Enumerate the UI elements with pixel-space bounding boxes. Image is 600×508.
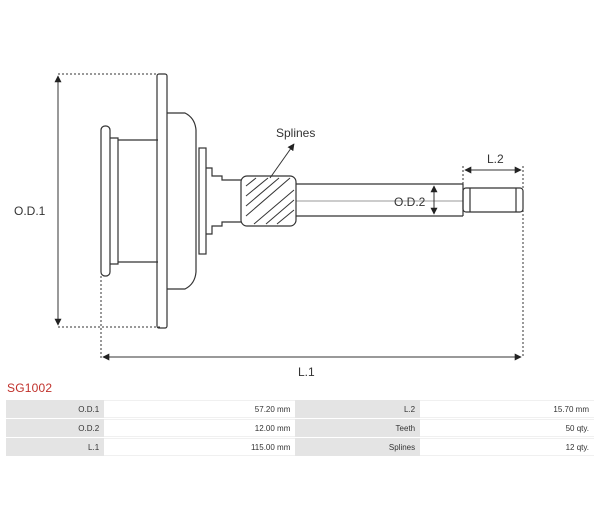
table-row: L.1 115.00 mm Splines 12 qty. [6,438,594,456]
spec-table: O.D.1 57.20 mm L.2 15.70 mm O.D.2 12.00 … [6,399,594,457]
dimension-lines [54,73,524,361]
spec-label: O.D.1 [6,400,105,418]
od1-label: O.D.1 [14,204,46,218]
spec-label: L.2 [295,400,421,418]
clutch-housing [167,112,197,290]
shaft [296,183,463,217]
table-row: O.D.1 57.20 mm L.2 15.70 mm [6,400,594,418]
spline-teeth [245,177,295,225]
spec-value: 50 qty. [420,419,594,437]
cup-body [110,137,119,265]
spec-label: L.1 [6,438,105,456]
cup-wall [118,139,158,263]
hub-steps [206,167,241,235]
retaining-ring [198,147,207,255]
cup-rim [100,125,111,277]
spec-label: O.D.2 [6,419,105,437]
main-flange [156,73,168,329]
splines-leader [269,143,295,179]
spec-value: 12.00 mm [104,419,296,437]
od2-label: O.D.2 [394,195,426,209]
l2-label: L.2 [487,152,504,166]
spec-value: 115.00 mm [104,438,296,456]
shaft-end [462,187,524,213]
part-code: SG1002 [7,381,53,395]
l1-label: L.1 [298,365,315,379]
table-row: O.D.2 12.00 mm Teeth 50 qty. [6,419,594,437]
spec-value: 15.70 mm [420,400,594,418]
spec-label: Splines [295,438,421,456]
spec-value: 57.20 mm [104,400,296,418]
drive-part-outline [100,73,524,329]
splines-label: Splines [276,126,315,140]
spec-value: 12 qty. [420,438,594,456]
technical-drawing: O.D.1 O.D.2 L.2 L.1 Splines [14,73,524,379]
spec-label: Teeth [295,419,421,437]
